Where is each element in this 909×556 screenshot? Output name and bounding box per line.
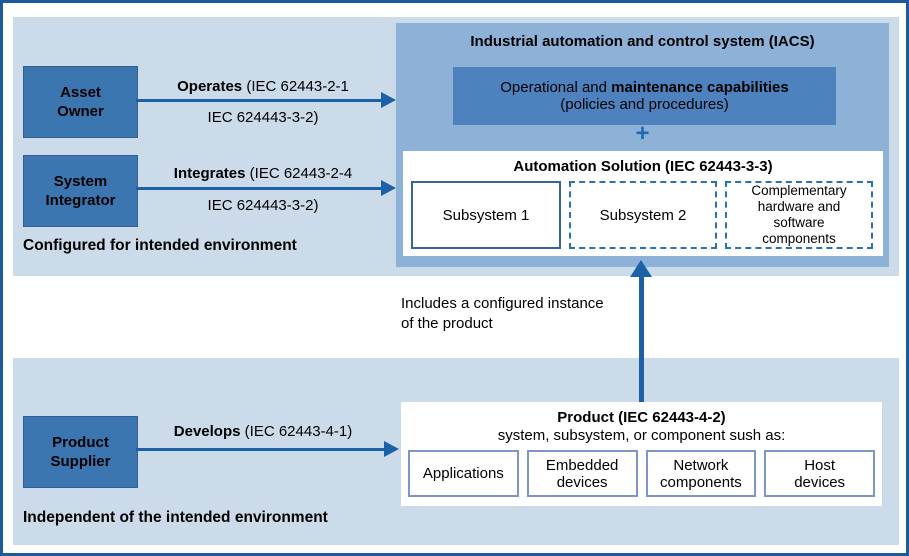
embedded-devices-box: Embedded devices (526, 450, 638, 497)
develops-verb: Develops (173, 423, 241, 440)
integrates-label-line2: IEC 624443-3-2) (207, 197, 319, 214)
ops-line1-regular: Operational and (500, 79, 612, 96)
operates-label: Operates (IEC 62443-2-1 (138, 79, 388, 95)
applications-box: Applications (408, 450, 519, 497)
integrates-label: Integrates (IEC 62443-2-4 (138, 166, 388, 182)
subsystem2-box: Subsystem 2 (569, 181, 717, 249)
asset-owner-box: Asset Owner (23, 66, 138, 138)
right-arrow-icon (381, 180, 396, 196)
automation-solution-title: Automation Solution (IEC 62443-3-3) (513, 158, 773, 175)
subsystem1-box: Subsystem 1 (411, 181, 561, 249)
host-devices-box: Host devices (764, 450, 875, 497)
complementary-components-box: Complementary hardware and software comp… (725, 181, 873, 249)
ops-line1-bold: maintenance capabilities (611, 79, 789, 96)
develops-label: Develops (IEC 62443-4-1) (138, 424, 388, 440)
ops-capabilities-line2: (policies and procedures) (560, 96, 729, 113)
ops-capabilities-line1: Operational and maintenance capabilities (500, 79, 789, 96)
operates-ref: (IEC 62443-2-1 (242, 78, 349, 95)
right-arrow-icon (381, 92, 396, 108)
operates-label-line2: IEC 624443-3-2) (207, 109, 319, 126)
independent-zone-label: Independent of the intended environment (23, 509, 328, 526)
integrates-verb: Integrates (173, 165, 246, 182)
product-items-row: Applications Embedded devices Network co… (408, 450, 875, 497)
up-arrow-icon (630, 260, 652, 277)
right-arrow-icon (384, 441, 399, 457)
operates-verb: Operates (177, 78, 243, 95)
product-subtitle: system, subsystem, or component sush as: (497, 426, 786, 444)
integrates-ref: (IEC 62443-2-4 (245, 165, 353, 182)
plus-icon: + (635, 120, 650, 147)
develops-ref: (IEC 62443-4-1) (240, 423, 353, 440)
product-title: Product (IEC 62443-4-2) (557, 408, 726, 426)
product-supplier-box: Product Supplier (23, 416, 138, 488)
system-integrator-box: System Integrator (23, 155, 138, 227)
iacs-title: Industrial automation and control system… (470, 33, 815, 50)
up-arrow-line (639, 276, 644, 402)
integrates-arrow-line (136, 187, 383, 190)
includes-note: Includes a configured instance of the pr… (401, 295, 604, 332)
configured-zone-label: Configured for intended environment (23, 237, 297, 254)
ops-capabilities-box: Operational and maintenance capabilities… (453, 67, 836, 125)
develops-arrow-line (136, 448, 386, 451)
network-components-box: Network components (645, 450, 757, 497)
operates-arrow-line (136, 99, 383, 102)
